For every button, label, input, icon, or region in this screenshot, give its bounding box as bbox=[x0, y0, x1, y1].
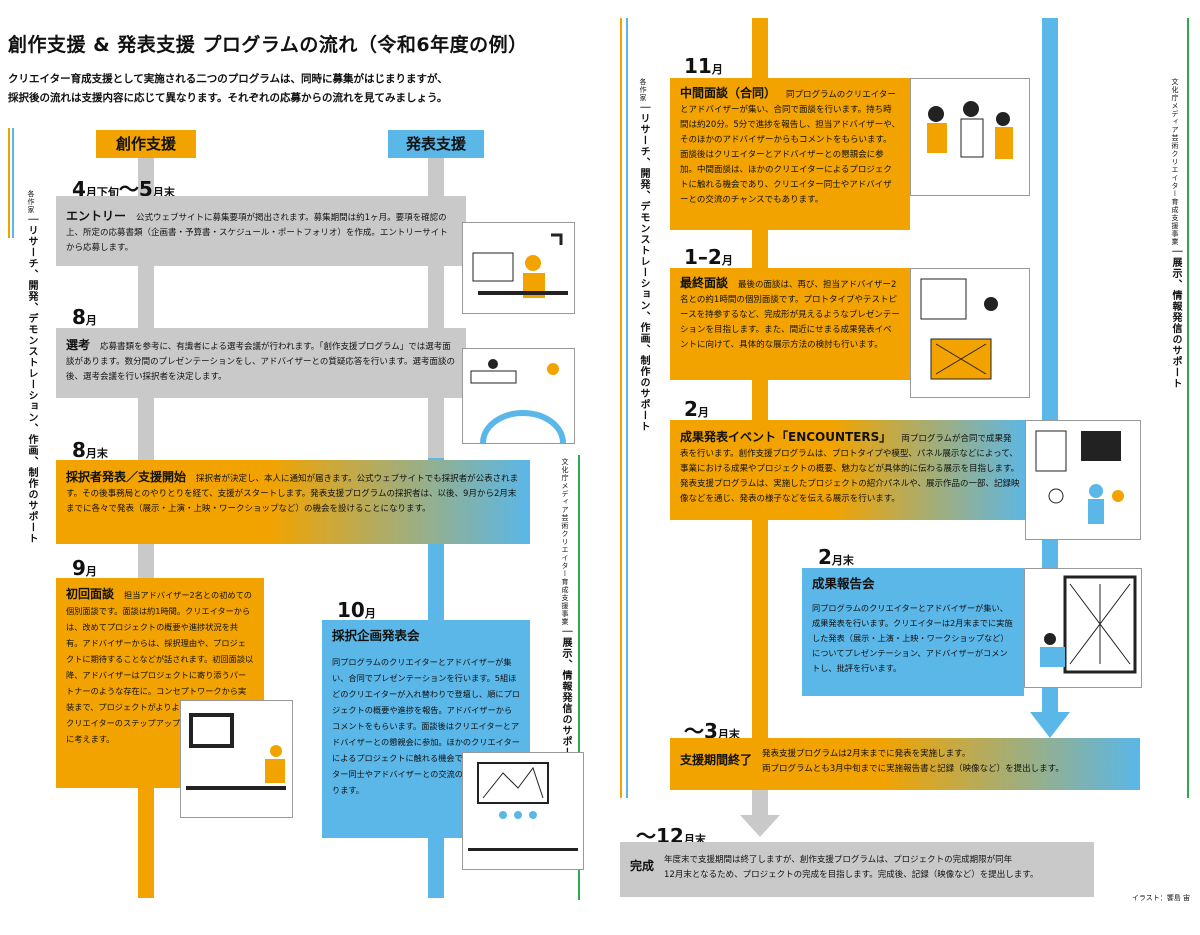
step-chukan: 中間面談（合同）同プログラムのクリエイターとアドバイザーが集い、合同で面談を行い… bbox=[670, 78, 910, 230]
illustration-entry bbox=[462, 222, 575, 314]
month-chukan: 11月 bbox=[684, 54, 723, 78]
month-shokai: 9月 bbox=[72, 556, 97, 580]
accent-line-green bbox=[578, 455, 580, 900]
illustration-seika-report bbox=[1024, 568, 1142, 688]
illustration-chukan bbox=[910, 78, 1030, 196]
accent-line-orange bbox=[8, 128, 10, 238]
step-senko: 選考応募書類を参考に、有識者による選考会議が行われます。「創作支援プログラム」で… bbox=[56, 328, 466, 398]
side-label-right-right: 文化庁メディア芸術クリエイター育成支援事業｜展示、情報発信のサポート bbox=[1170, 78, 1181, 389]
illustration-shokai bbox=[180, 700, 293, 818]
month-seika-event: 2月 bbox=[684, 397, 709, 421]
illustration-kikaku bbox=[462, 752, 584, 870]
side-label-mid: 文化庁メディア芸術クリエイター育成支援事業｜展示、情報発信のサポート bbox=[560, 458, 571, 769]
lead-text: クリエイター育成支援として実施される二つのプログラムは、同時に募集がはじまります… bbox=[8, 73, 448, 104]
accent-line-orange-right bbox=[620, 18, 622, 798]
illustration-senko bbox=[462, 348, 575, 444]
side-label-right-left: 各作家｜リサーチ、開発、デモンストレーション、作画、制作のサポート bbox=[638, 78, 649, 432]
happyo-track-right bbox=[1042, 18, 1058, 718]
month-kikaku: 10月 bbox=[337, 598, 376, 622]
step-kansei: 完成 年度末で支援期間は終了しますが、創作支援プログラムは、プロジェクトの完成期… bbox=[620, 842, 1094, 897]
month-seika-report: 2月末 bbox=[818, 545, 854, 569]
step-shuryo: 支援期間終了 発表支援プログラムは2月末までに発表を実施します。両プログラムとも… bbox=[670, 738, 1140, 790]
month-saitaku: 8月末 bbox=[72, 438, 108, 462]
track-gray-bottom bbox=[752, 790, 768, 818]
illustration-credit: イラスト：饗島 宙 bbox=[1131, 894, 1190, 902]
step-entry: エントリー公式ウェブサイトに募集要項が掲出されます。募集期間は約1ヶ月。要項を確… bbox=[56, 196, 466, 266]
page-title: 創作支援 & 発表支援 プログラムの流れ（令和6年度の例） bbox=[8, 34, 528, 56]
illustration-saishu bbox=[910, 268, 1030, 398]
illustration-seika-event bbox=[1025, 420, 1141, 540]
step-seika-report: 成果報告会同プログラムのクリエイターとアドバイザーが集い、成果発表を行います。ク… bbox=[802, 568, 1024, 696]
month-shuryo: 〜3月末 bbox=[684, 719, 740, 743]
accent-line-green-right bbox=[1187, 18, 1189, 798]
month-saishu: 1–2月 bbox=[684, 245, 733, 269]
side-label-left: 各作家｜リサーチ、開発、デモンストレーション、作画、制作のサポート bbox=[26, 190, 37, 544]
header-sousaku: 創作支援 bbox=[96, 130, 196, 158]
header-happyo: 発表支援 bbox=[388, 130, 484, 158]
month-entry: 4月下旬〜5月末 bbox=[72, 177, 175, 201]
accent-line-blue bbox=[12, 128, 14, 238]
accent-line-blue-right bbox=[626, 18, 628, 798]
step-seika-event: 成果発表イベント「ENCOUNTERS」両プログラムが合同で成果発表を行います。… bbox=[670, 420, 1030, 520]
step-saishu: 最終面談最後の面談は、再び、担当アドバイザー2名との約1時間の個別面談です。プロ… bbox=[670, 268, 910, 380]
arrow-down-gray bbox=[740, 815, 780, 837]
step-shokai: 初回面談担当アドバイザー2名との初めての個別面談です。面談は約1時間。クリエイタ… bbox=[56, 578, 264, 788]
arrow-down-blue bbox=[1030, 712, 1070, 738]
step-saitaku: 採択者発表／支援開始採択者が決定し、本人に通知が届きます。公式ウェブサイトでも採… bbox=[56, 460, 530, 544]
month-senko: 8月 bbox=[72, 305, 97, 329]
